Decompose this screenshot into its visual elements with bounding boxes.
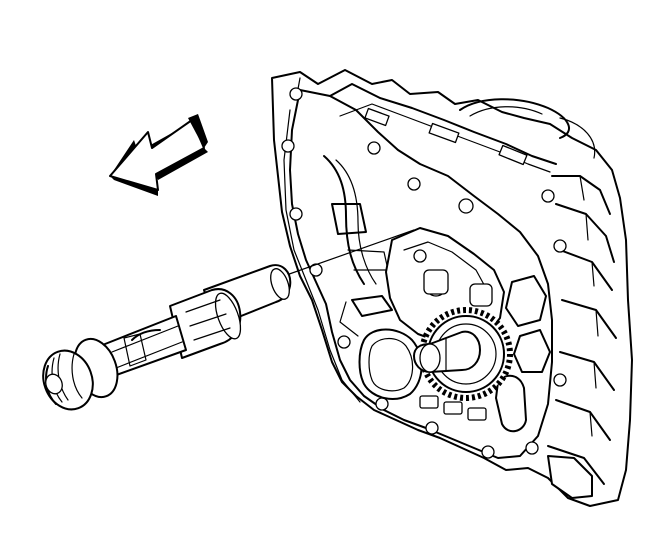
crankshaft-sprocket: [413, 307, 513, 401]
tensioner-assembly: [42, 264, 292, 411]
leader-line: [277, 229, 415, 279]
engine-block: [271, 69, 633, 507]
direction-arrow-icon: [109, 114, 208, 196]
